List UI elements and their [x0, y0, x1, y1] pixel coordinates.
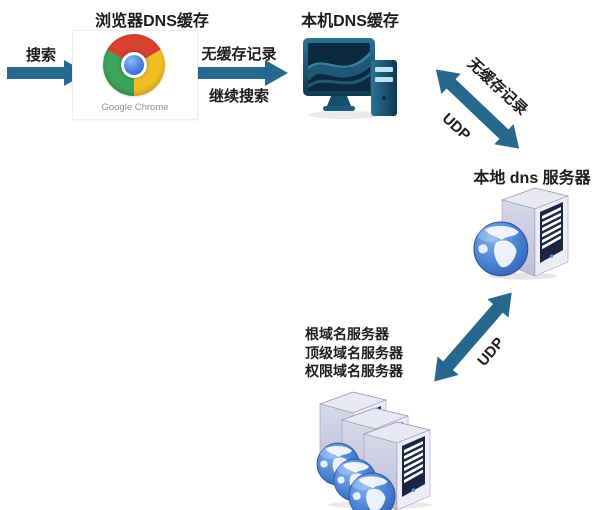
tld-server-label: 顶级域名服务器: [305, 344, 403, 361]
computer-icon: [303, 36, 399, 125]
authoritative-server-label: 权限域名服务器: [305, 363, 403, 379]
os-to-localdns-double-arrow: [426, 58, 530, 159]
search-arrow: [7, 59, 87, 87]
continue-search-label: 继续搜索: [208, 88, 269, 105]
root-servers-label-block: 根域名服务器 顶级域名服务器 权限域名服务器: [305, 325, 403, 381]
localdns-to-root-double-arrow: [423, 283, 523, 392]
browser-dns-cache-title: 浏览器DNS缓存: [95, 13, 209, 30]
chrome-caption: Google Chrome: [101, 102, 169, 113]
local-dns-server-title: 本地 dns 服务器: [473, 170, 591, 187]
root-servers-cluster-icon: [308, 386, 448, 510]
search-label: 搜索: [25, 47, 56, 64]
local-dns-server-icon: [473, 184, 571, 285]
browser-to-os-arrow: [190, 59, 288, 87]
chrome-logo-icon: [103, 34, 165, 96]
browser-card: Google Chrome: [72, 30, 198, 120]
root-server-label: 根域名服务器: [305, 326, 389, 342]
no-cache-record-label-1: 无缓存记录: [201, 46, 277, 63]
local-machine-dns-cache-title: 本机DNS缓存: [301, 13, 399, 30]
